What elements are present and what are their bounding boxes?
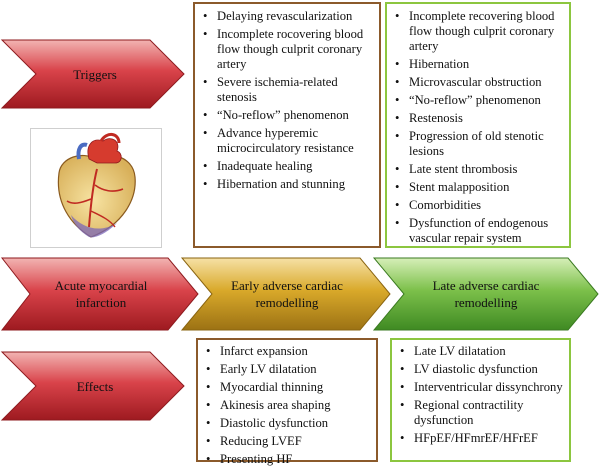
triggers-early-list: Delaying revascularizationIncomplete roc… [201, 9, 373, 192]
triggers-label: Triggers [73, 66, 117, 82]
stage-arrow-late [372, 257, 599, 331]
effects-early-box: Infarct expansionEarly LV dilatationMyoc… [196, 338, 378, 467]
list-item: Advance hyperemic microcirculatory resis… [201, 126, 373, 156]
effects-early-list: Infarct expansionEarly LV dilatationMyoc… [204, 344, 370, 467]
list-item: Infarct expansion [204, 344, 370, 359]
list-item: Stent malapposition [393, 180, 563, 195]
stage-label-early: Early adverse cardiac remodelling [231, 278, 343, 310]
triggers-late-list: Incomplete recovering blood flow though … [393, 9, 563, 246]
heart-illustration [30, 128, 162, 248]
stage-arrow-early [180, 257, 391, 331]
effects-late-box: Late LV dilatation LV diastolic dysfuncti… [390, 338, 571, 462]
list-item: Inadequate healing [201, 159, 373, 174]
list-item: Reducing LVEF [204, 434, 370, 449]
effects-label: Effects [76, 378, 114, 394]
list-item: “No-reflow” phenomenon [201, 108, 373, 123]
list-item: LV diastolic dysfunction [398, 362, 563, 377]
list-item: Incomplete recovering blood flow though … [393, 9, 563, 54]
list-item: HFpEF/HFmrEF/HFrEF [398, 431, 563, 446]
list-item: Dysfunction of endogenous vascular repai… [393, 216, 563, 246]
list-item: Delaying revascularization [201, 9, 373, 24]
list-item: Microvascular obstruction [393, 75, 563, 90]
list-item: “No-reflow” phenomenon [393, 93, 563, 108]
list-item: Hibernation [393, 57, 563, 72]
triggers-early-box: Delaying revascularizationIncomplete roc… [193, 2, 381, 248]
list-item: Diastolic dysfunction [204, 416, 370, 431]
list-item: Progression of old stenotic lesions [393, 129, 563, 159]
list-item: Interventricular dissynchrony [398, 380, 563, 395]
list-item: Regional contractility dysfunction [398, 398, 563, 428]
list-item: Severe ischemia-related stenosis [201, 75, 373, 105]
triggers-late-box: Incomplete recovering blood flow though … [385, 2, 571, 248]
list-item: Incomplete rocovering blood flow though … [201, 27, 373, 72]
stage-label-late: Late adverse cardiac remodelling [432, 278, 540, 310]
list-item: Early LV dilatation [204, 362, 370, 377]
list-item: Late stent thrombosis [393, 162, 563, 177]
list-item: Akinesis area shaping [204, 398, 370, 413]
stage-label-acute: Acute myocardial infarction [54, 278, 148, 310]
heart-icon [57, 133, 136, 238]
list-item: Presenting HF [204, 452, 370, 467]
list-item: Late LV dilatation [398, 344, 563, 359]
stage-arrow-acute [0, 257, 199, 331]
list-item: Myocardial thinning [204, 380, 370, 395]
effects-late-list: Late LV dilatation LV diastolic dysfuncti… [398, 344, 563, 446]
list-item: Restenosis [393, 111, 563, 126]
list-item: Comorbidities [393, 198, 563, 213]
list-item: Hibernation and stunning [201, 177, 373, 192]
